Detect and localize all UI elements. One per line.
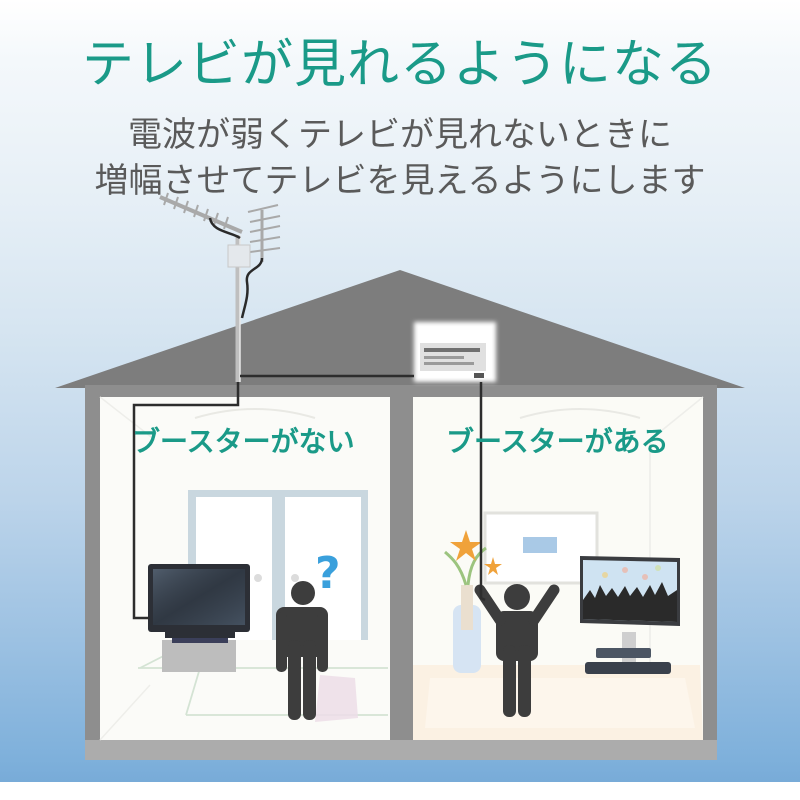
room-left — [99, 396, 390, 741]
house-roof — [55, 270, 745, 388]
subtitle-line-2: 増幅させてテレビを見えるようにします — [94, 161, 706, 201]
house-foundation — [85, 740, 717, 760]
subtitle-line-1: 電波が弱くテレビが見れないときに — [128, 115, 672, 155]
house-illustration — [55, 192, 745, 760]
infographic-canvas: テレビが見れるようになる 電波が弱くテレビが見れないときに 増幅させてテレビを見… — [0, 0, 800, 782]
room-right — [413, 396, 704, 740]
tv-on-icon — [580, 556, 680, 674]
coax-cables — [132, 374, 486, 620]
wall-picture — [483, 511, 599, 585]
antenna-icon — [159, 192, 281, 382]
tv-stand — [162, 640, 236, 672]
question-mark-icon: ? — [315, 548, 341, 599]
room-label-with-booster: ブースターがある — [446, 425, 669, 458]
booster-icon — [414, 322, 496, 382]
person-confused-icon — [276, 581, 328, 720]
tv-off-icon — [148, 564, 250, 638]
floor-cushion — [315, 675, 358, 722]
page-subtitle: 電波が弱くテレビが見れないときに 増幅させてテレビを見えるようにします — [0, 112, 800, 204]
room-label-no-booster: ブースターがない — [132, 425, 355, 458]
person-cheering-icon — [474, 584, 560, 717]
page-title: テレビが見れるようになる — [81, 35, 718, 95]
plant-icon — [444, 530, 502, 673]
